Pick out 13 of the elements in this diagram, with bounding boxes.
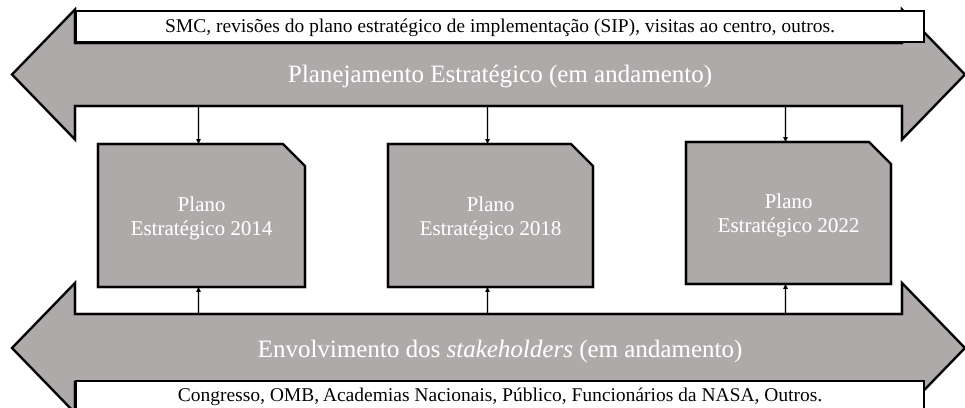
arrow (196, 287, 201, 314)
arrow (485, 287, 490, 314)
double-arrow-band (12, 283, 965, 408)
plan-label: Plano Estratégico 2014 (130, 191, 274, 240)
document-box (388, 144, 593, 287)
plan-label: Plano Estratégico 2022 (716, 188, 860, 238)
note-box (75, 380, 925, 408)
document-box (98, 144, 305, 287)
document-box (686, 142, 891, 284)
arrow (783, 284, 788, 314)
plan-label: Plano Estratégico 2018 (418, 191, 562, 240)
note-text: Congresso, OMB, Academias Nacionais, Público, Funcionários da NASA, Outros. (178, 385, 822, 407)
band-title: Envolvimento dos stakeholders (em andamento) (256, 336, 744, 365)
